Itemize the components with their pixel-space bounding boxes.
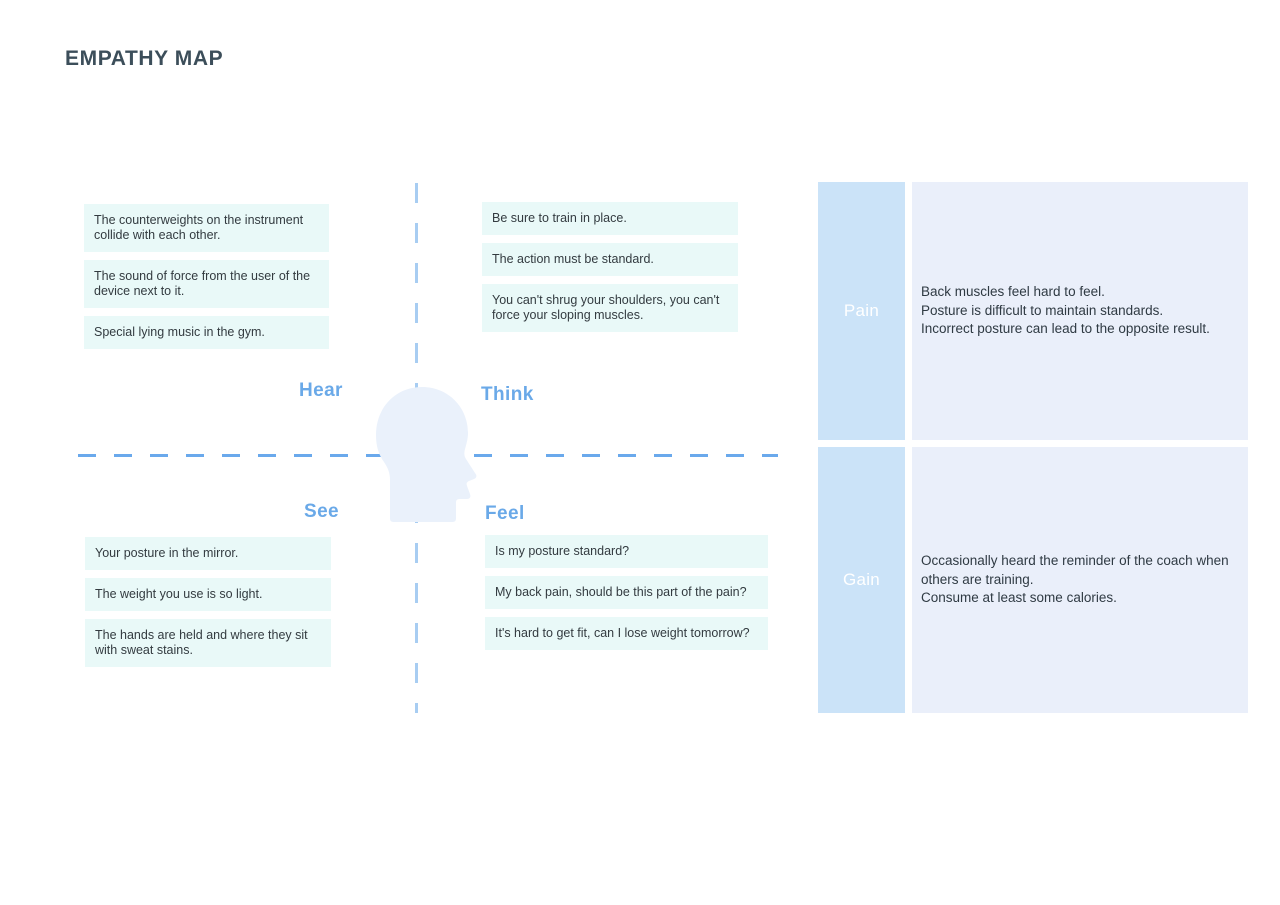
panel-spacer: [905, 447, 912, 713]
note-card[interactable]: Your posture in the mirror.: [85, 537, 331, 570]
quadrant-label-think: Think: [481, 384, 534, 405]
note-card[interactable]: You can't shrug your shoulders, you can'…: [482, 284, 738, 332]
panel-body-pain[interactable]: Back muscles feel hard to feel. Posture …: [912, 182, 1248, 440]
quadrant-label-see: See: [304, 501, 340, 522]
head-silhouette-icon: [370, 385, 480, 525]
quadrant-label-hear: Hear: [299, 380, 343, 401]
note-card[interactable]: The weight you use is so light.: [85, 578, 331, 611]
note-card[interactable]: The sound of force from the user of the …: [84, 260, 329, 308]
panel-spacer: [905, 182, 912, 440]
note-group-feel: Is my posture standard? My back pain, sh…: [485, 535, 768, 658]
panel-text: Back muscles feel hard to feel. Posture …: [921, 284, 1210, 337]
note-card[interactable]: The counterweights on the instrument col…: [84, 204, 329, 252]
page-title: EMPATHY MAP: [65, 47, 224, 70]
note-card[interactable]: The action must be standard.: [482, 243, 738, 276]
panel-label: Pain: [843, 301, 880, 320]
panel-body-gain[interactable]: Occasionally heard the reminder of the c…: [912, 447, 1248, 713]
note-card[interactable]: Is my posture standard?: [485, 535, 768, 568]
panel-text: Occasionally heard the reminder of the c…: [921, 553, 1229, 606]
panel-label-box-pain: Pain: [818, 182, 905, 440]
note-group-hear: The counterweights on the instrument col…: [84, 204, 329, 357]
note-card[interactable]: It's hard to get fit, can I lose weight …: [485, 617, 768, 650]
note-card[interactable]: Special lying music in the gym.: [84, 316, 329, 349]
quadrant-label-feel: Feel: [485, 503, 525, 524]
note-card[interactable]: Be sure to train in place.: [482, 202, 738, 235]
note-card[interactable]: My back pain, should be this part of the…: [485, 576, 768, 609]
note-group-think: Be sure to train in place. The action mu…: [482, 202, 738, 340]
panel-label-box-gain: Gain: [818, 447, 905, 713]
side-panel-gain: Gain Occasionally heard the reminder of …: [818, 447, 1248, 713]
panel-label: Gain: [842, 570, 881, 589]
side-panel-pain: Pain Back muscles feel hard to feel. Pos…: [818, 182, 1248, 440]
note-card[interactable]: The hands are held and where they sit wi…: [85, 619, 331, 667]
note-group-see: Your posture in the mirror. The weight y…: [85, 537, 331, 675]
